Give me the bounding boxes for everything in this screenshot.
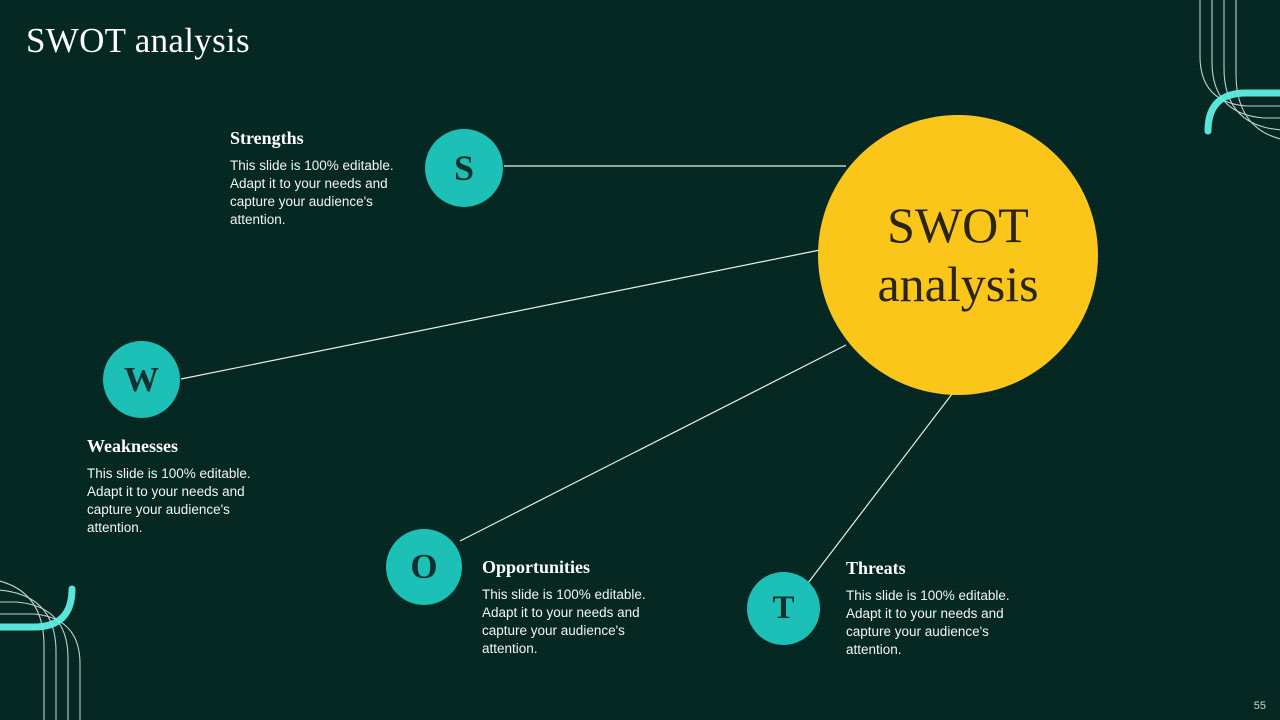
quadrant-opportunities-body: This slide is 100% editable. Adapt it to… (482, 587, 646, 656)
bubble-weaknesses-letter: W (124, 359, 159, 399)
quadrant-weaknesses: Weaknesses This slide is 100% editable. … (87, 436, 259, 537)
quadrant-weaknesses-heading: Weaknesses (87, 436, 179, 456)
quadrant-threats-heading: Threats (846, 558, 906, 578)
quadrant-strengths-heading: Strengths (230, 128, 304, 148)
bubble-weaknesses[interactable]: W (103, 341, 180, 418)
page-number: 55 (1253, 700, 1266, 712)
bubble-strengths[interactable]: S (425, 129, 503, 207)
bubble-opportunities[interactable]: O (386, 529, 462, 605)
page-title: SWOT analysis (26, 21, 250, 60)
swot-center-hub-label: SWOT analysis (877, 197, 1039, 312)
bubble-opportunities-letter: O (410, 547, 438, 586)
quadrant-threats: Threats This slide is 100% editable. Ada… (846, 558, 1018, 659)
quadrant-weaknesses-body: This slide is 100% editable. Adapt it to… (87, 466, 251, 535)
quadrant-threats-body: This slide is 100% editable. Adapt it to… (846, 588, 1010, 657)
connector-threats (807, 393, 953, 584)
connector-opportunities (459, 344, 847, 542)
quadrant-strengths: Strengths This slide is 100% editable. A… (230, 128, 402, 229)
bubble-threats-letter: T (772, 590, 795, 626)
swot-center-hub[interactable]: SWOT analysis (818, 115, 1098, 395)
quadrant-opportunities: Opportunities This slide is 100% editabl… (482, 557, 654, 658)
quadrant-strengths-body: This slide is 100% editable. Adapt it to… (230, 158, 394, 227)
connector-weaknesses (180, 249, 821, 380)
quadrant-opportunities-heading: Opportunities (482, 557, 591, 577)
bubble-strengths-letter: S (453, 148, 475, 188)
bubble-threats[interactable]: T (747, 572, 820, 645)
